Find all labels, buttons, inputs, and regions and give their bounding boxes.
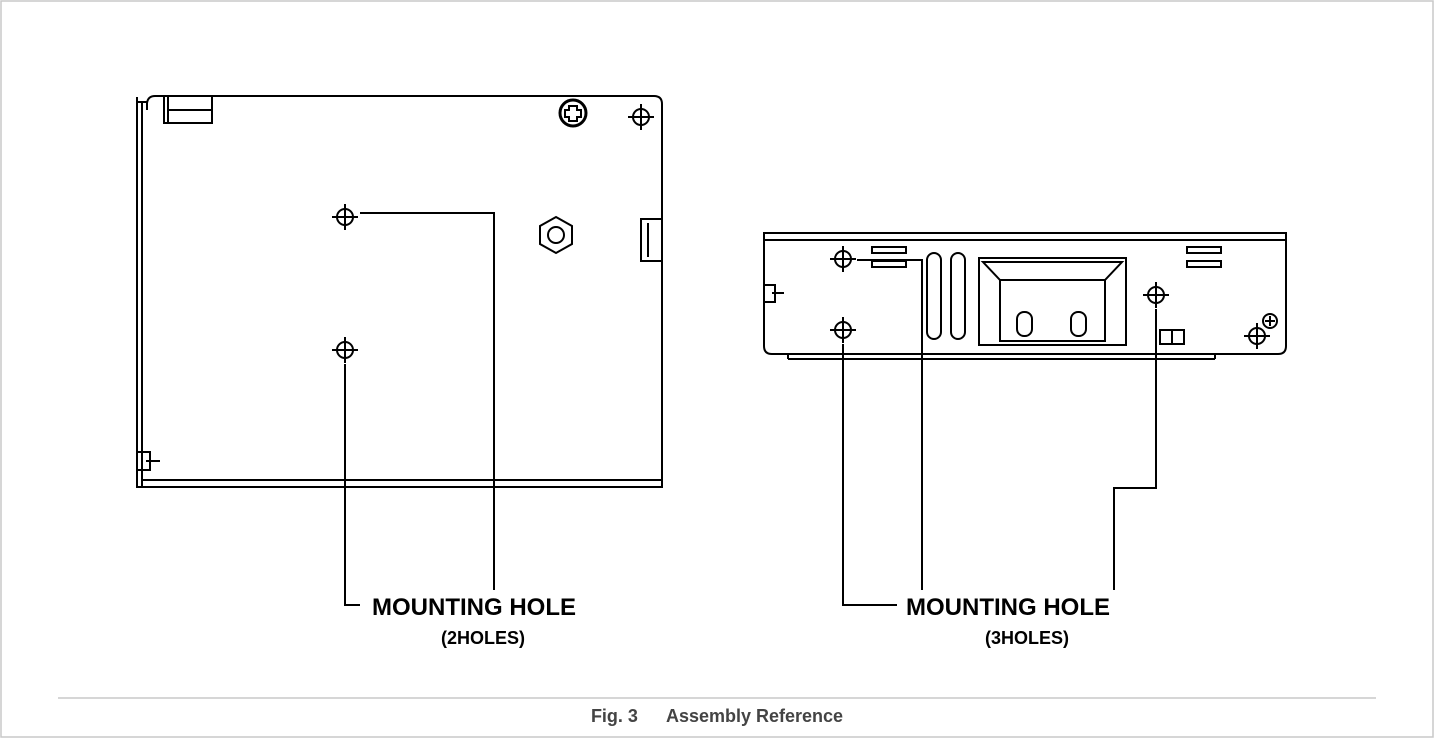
right-mounting-hole-side [1142, 281, 1170, 309]
figure-label: Fig. 3 [590, 706, 638, 726]
left-leader-lines [344, 212, 495, 606]
left-corner-hole [627, 103, 655, 131]
right-mounting-hole-bottom [829, 316, 857, 344]
figure-title: Assembly Reference [665, 706, 844, 726]
right-leader-lines [842, 259, 1157, 606]
right-mounting-hole-top [829, 245, 857, 273]
right-callout-label: MOUNTING HOLE [906, 594, 1110, 621]
right-callout-sublabel: (3HOLES) [985, 628, 1069, 648]
figure-caption: Fig. 3 Assembly Reference [0, 706, 1434, 727]
left-mounting-hole-top [331, 203, 359, 231]
left-callout-label: MOUNTING HOLE [372, 594, 576, 621]
right-view-drawing [763, 232, 1287, 360]
left-callout-sublabel: (2HOLES) [441, 628, 525, 648]
left-mounting-hole-bottom [331, 336, 359, 364]
left-view-drawing [136, 95, 663, 488]
